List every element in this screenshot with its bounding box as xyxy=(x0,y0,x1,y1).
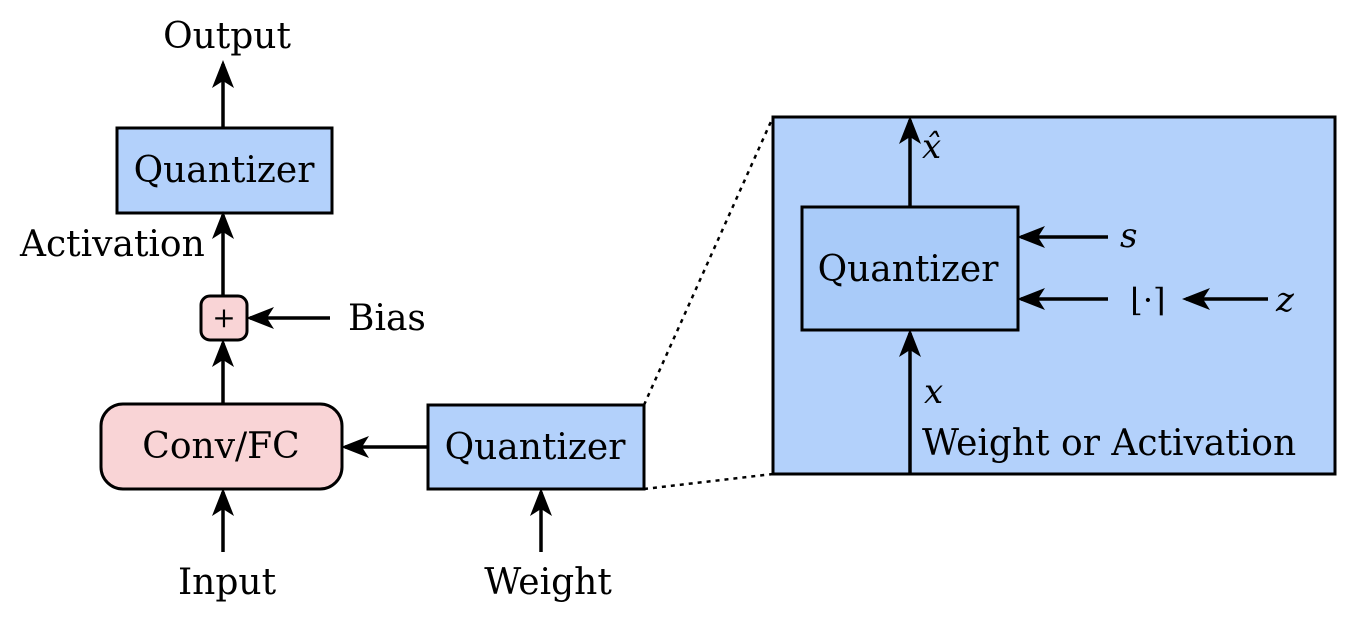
weight-quantizer-box xyxy=(426,403,646,491)
bias-label: Bias xyxy=(348,298,426,339)
zoom-line-bottom xyxy=(643,472,774,491)
scale-s-label: s xyxy=(1120,216,1137,256)
x-label: x xyxy=(924,372,943,412)
weight-label: Weight xyxy=(484,562,612,603)
zero-point-z-label: z xyxy=(1275,280,1295,320)
plus-sign: + xyxy=(212,301,235,334)
activation-quantizer-label: Quantizer xyxy=(134,150,316,191)
weight-or-activation-label: Weight or Activation xyxy=(922,423,1296,464)
inner-quantizer-label: Quantizer xyxy=(818,249,1000,290)
round-operator-label: ⌊·⌉ xyxy=(1130,281,1165,319)
input-label: Input xyxy=(178,562,277,603)
weight-quantizer-label: Quantizer xyxy=(445,427,627,468)
inner-quantizer-box xyxy=(800,205,1020,332)
output-label: Output xyxy=(163,16,291,57)
activation-label: Activation xyxy=(19,224,205,265)
conv-fc-label: Conv/FC xyxy=(142,426,299,467)
x-hat-label: x̂ xyxy=(922,127,941,167)
zoom-line-top xyxy=(642,116,775,406)
